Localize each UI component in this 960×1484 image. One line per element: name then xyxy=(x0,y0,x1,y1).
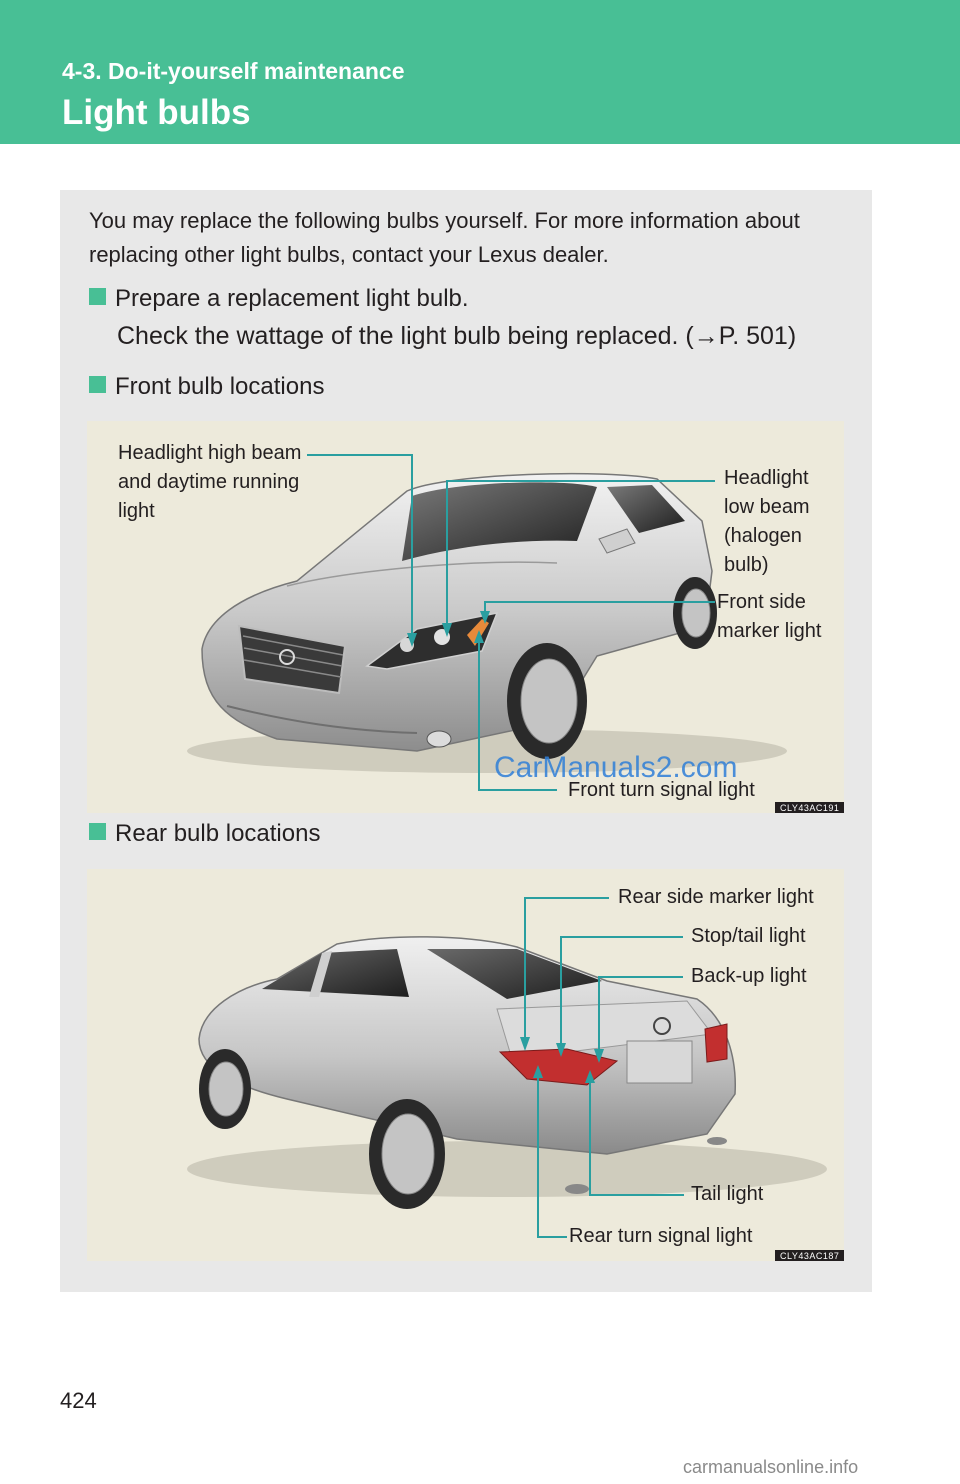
figure-code: CLY43AC191 xyxy=(775,802,844,813)
watermark-carmanuals: CarManuals2.com xyxy=(494,751,738,784)
label-rear-side-marker: Rear side marker light xyxy=(618,886,814,908)
label-rear-turn-signal: Rear turn signal light xyxy=(569,1225,753,1247)
rear-heading-text: Rear bulb locations xyxy=(115,820,321,847)
prepare-heading-text: Prepare a replacement light bulb. xyxy=(115,285,469,312)
label-headlight-low-beam: Headlight low beam (halogen bulb) xyxy=(724,467,810,576)
bullet-square-icon xyxy=(89,288,106,305)
intro-text: You may replace the following bulbs your… xyxy=(89,208,800,267)
prepare-text: Check the wattage of the light bulb bein… xyxy=(117,322,797,350)
front-bulb-figure: Headlight high beam and daytime running … xyxy=(87,421,844,813)
rear-heading: Rear bulb locations xyxy=(89,820,320,848)
front-car-illustration xyxy=(187,454,787,791)
page-number: 424 xyxy=(60,1388,97,1413)
chapter-header: 4-3. Do-it-yourself maintenance Light bu… xyxy=(0,0,960,144)
label-tail-light: Tail light xyxy=(691,1183,764,1205)
label-headlight-high-beam: Headlight high beam and daytime running … xyxy=(118,442,302,522)
rear-car-illustration xyxy=(187,897,827,1238)
label-front-turn-signal: Front turn signal light xyxy=(568,779,755,801)
label-backup-light: Back-up light xyxy=(691,965,807,987)
bullet-square-icon xyxy=(89,823,106,840)
figure-code: CLY43AC187 xyxy=(775,1250,844,1261)
front-heading-text: Front bulb locations xyxy=(115,373,325,400)
rear-bulb-figure: Rear side marker light Stop/tail light B… xyxy=(87,869,844,1261)
prepare-heading: Prepare a replacement light bulb. xyxy=(89,285,469,313)
label-front-side-marker: Front side marker light xyxy=(717,591,822,642)
label-stop-tail-light: Stop/tail light xyxy=(691,925,806,947)
bullet-square-icon xyxy=(89,376,106,393)
footer-watermark[interactable]: carmanualsonline.info xyxy=(683,1457,859,1477)
front-heading: Front bulb locations xyxy=(89,373,324,401)
section-label: 4-3. Do-it-yourself maintenance xyxy=(62,58,405,84)
page-title: Light bulbs xyxy=(62,93,251,132)
